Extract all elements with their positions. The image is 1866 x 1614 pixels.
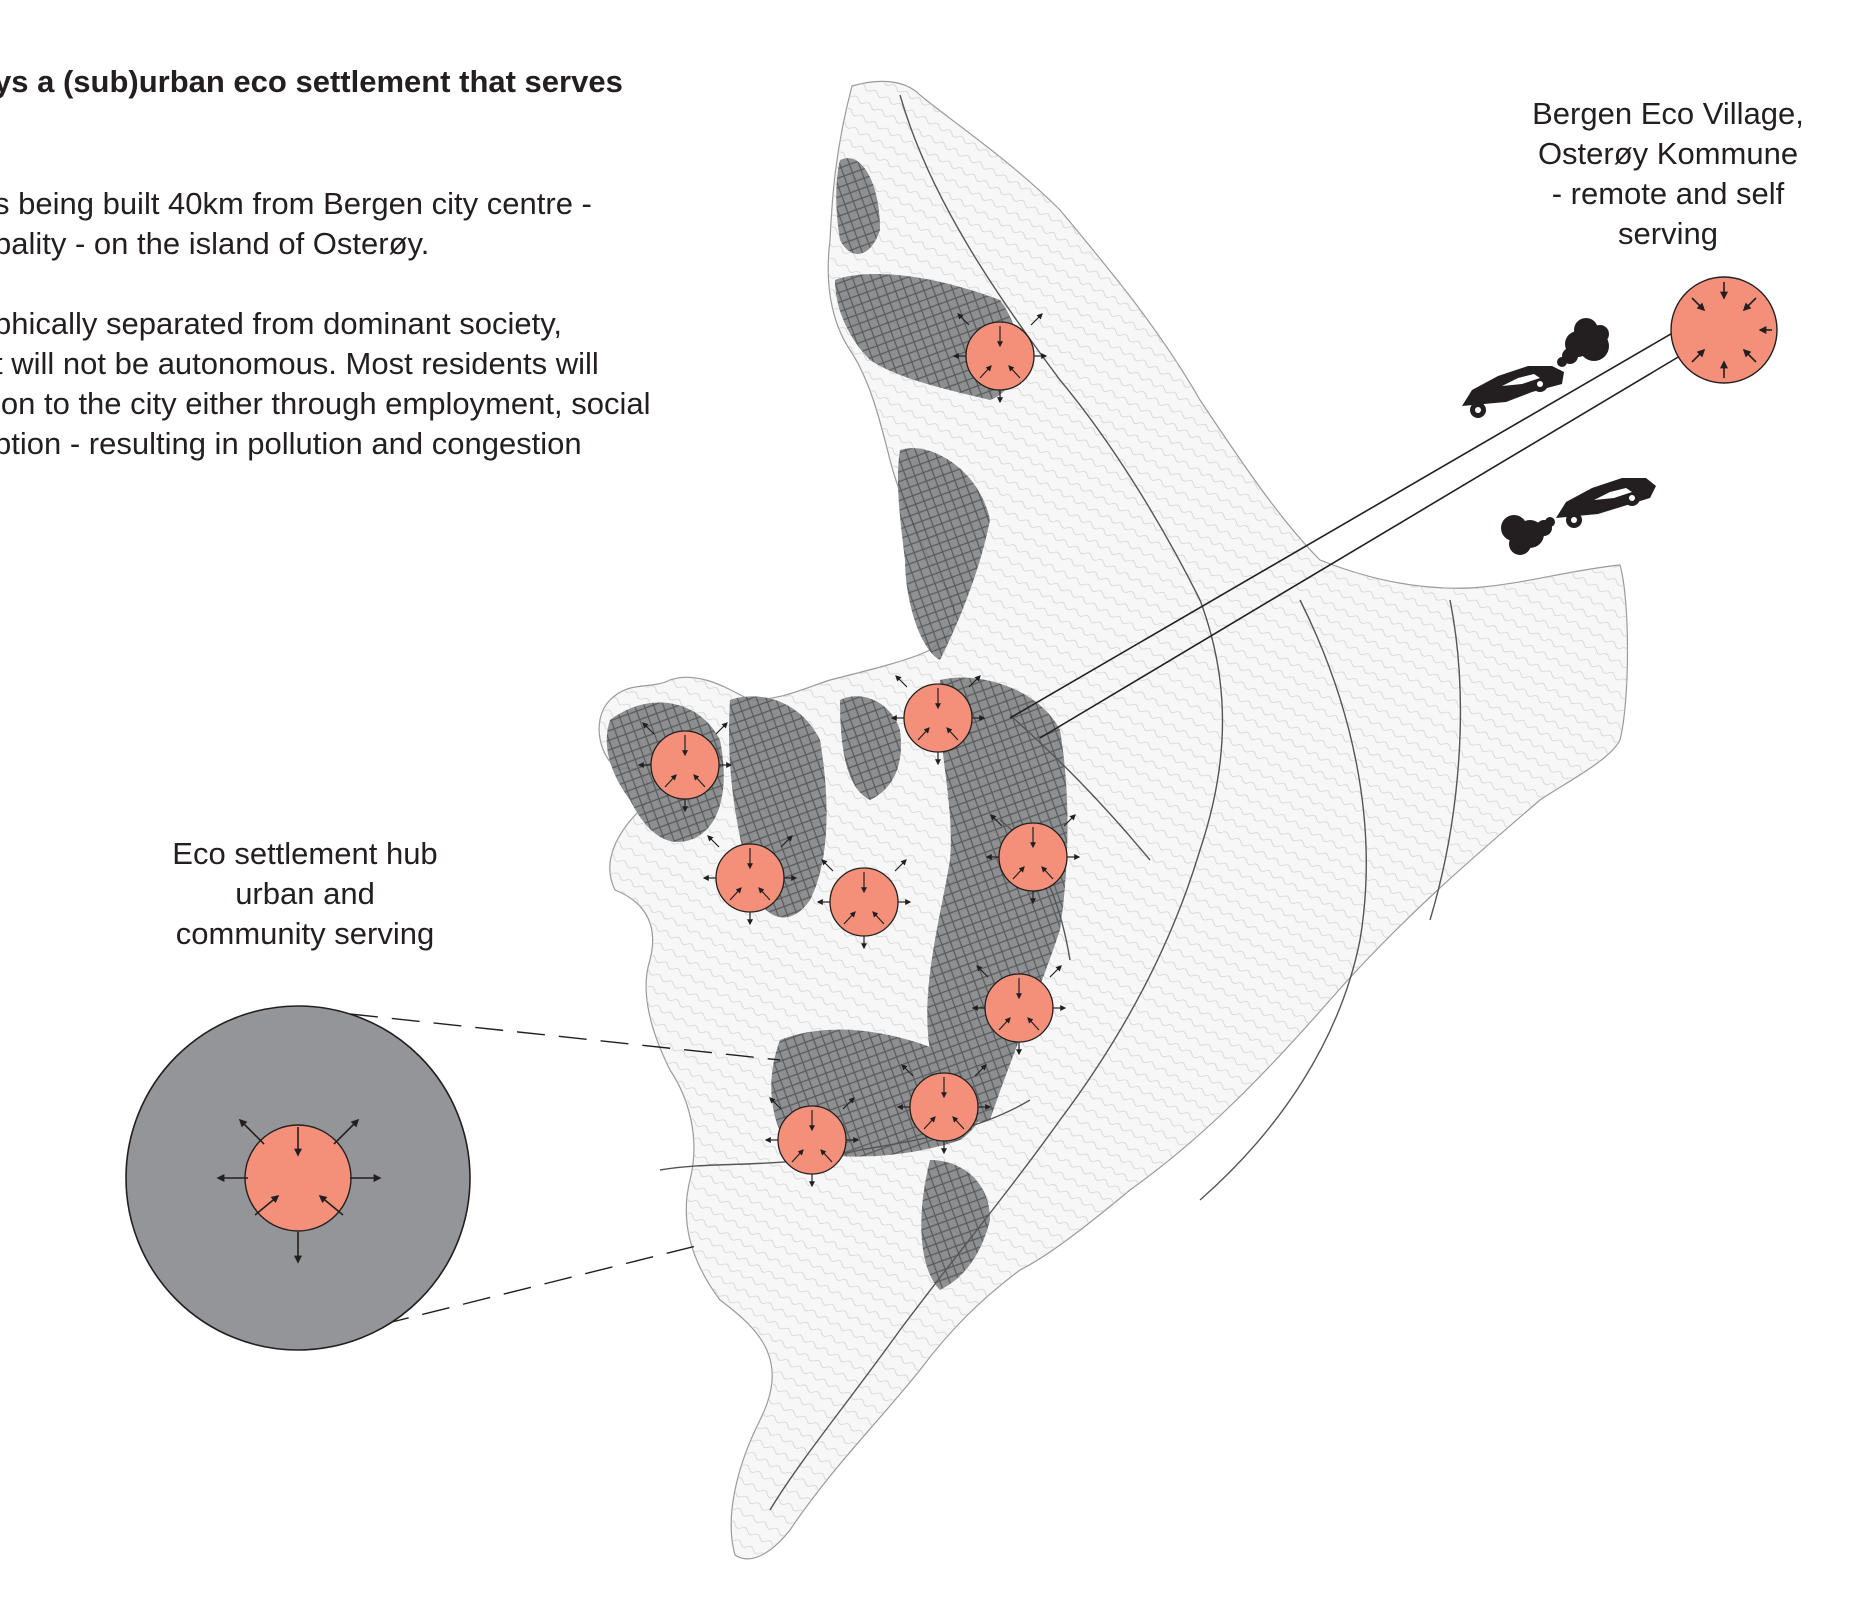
arrow-icon — [1063, 814, 1076, 827]
hub-label: Eco settlement hub urban and community s… — [130, 834, 480, 954]
hub-label-line: urban and — [235, 876, 375, 911]
arrow-icon — [791, 1149, 804, 1163]
hub-marker — [637, 722, 733, 813]
remote-village-circle — [1670, 276, 1778, 384]
arrow-icon — [976, 965, 989, 978]
arrow-icon — [820, 1149, 833, 1163]
arrow-icon — [917, 727, 930, 741]
village-label-line: Osterøy Kommune — [1537, 136, 1799, 171]
arrow-icon — [843, 911, 856, 925]
paragraph-2: phically separated from dominant society… — [0, 304, 651, 464]
arrow-icon — [729, 887, 742, 901]
hub-marker — [764, 1097, 860, 1188]
hub-label-line: community serving — [175, 916, 435, 951]
urban-area — [606, 158, 1068, 1290]
arrow-icon — [693, 774, 706, 788]
arrow-icon — [1041, 866, 1054, 880]
village-label: Bergen Eco Village, Osterøy Kommune - re… — [1498, 94, 1838, 254]
arrow-icon — [990, 814, 1003, 827]
arrow-icon — [968, 675, 981, 688]
arrow-icon — [1027, 1017, 1040, 1031]
arrow-icon — [1008, 365, 1021, 379]
paragraph-2-line: phically separated from dominant society… — [0, 306, 563, 341]
paragraph-1-line: pality - on the island of Osterøy. — [0, 226, 430, 261]
arrow-icon — [780, 835, 793, 848]
hub-marker — [816, 859, 912, 950]
paragraph-2-line: ion to the city either through employmen… — [0, 386, 651, 421]
hub-marker — [952, 313, 1048, 404]
village-label-line: - remote and self — [1551, 176, 1785, 211]
hub-marker — [985, 814, 1081, 905]
arrow-icon — [946, 727, 959, 741]
arrow-icon — [923, 1116, 936, 1130]
hub-marker — [896, 1064, 992, 1155]
paragraph-2-line: ption - resulting in pollution and conge… — [0, 426, 582, 461]
arrow-icon — [872, 911, 885, 925]
arrow-icon — [707, 835, 720, 848]
arrow-icon — [952, 1116, 965, 1130]
arrow-icon — [895, 675, 908, 688]
village-label-line: Bergen Eco Village, — [1532, 96, 1804, 131]
arrow-icon — [758, 887, 771, 901]
arrow-icon — [957, 313, 970, 326]
arrow-icon — [715, 722, 728, 735]
exhaust-cloud-icon — [1501, 515, 1555, 555]
paragraph-1: s being built 40km from Bergen city cent… — [0, 184, 592, 264]
arrow-icon — [642, 722, 655, 735]
arrow-icon — [974, 1064, 987, 1077]
paragraph-1-line: s being built 40km from Bergen city cent… — [0, 186, 592, 221]
arrow-icon — [1030, 313, 1043, 326]
car-icon — [1462, 366, 1564, 418]
paragraph-2-line: t will not be autonomous. Most residents… — [0, 346, 599, 381]
arrow-icon — [894, 859, 907, 872]
hub-label-line: Eco settlement hub — [172, 836, 438, 871]
exhaust-cloud-icon — [1557, 318, 1609, 367]
arrow-icon — [769, 1097, 782, 1110]
commute-lines — [1009, 323, 1701, 739]
arrow-icon — [842, 1097, 855, 1110]
village-label-line: serving — [1618, 216, 1718, 251]
arrow-icon — [1049, 965, 1062, 978]
hub-detail-circle — [125, 1005, 471, 1351]
heading: ys a (sub)urban eco settlement that serv… — [0, 64, 623, 99]
arrow-icon — [979, 365, 992, 379]
car-icon — [1556, 478, 1656, 528]
arrow-icon — [664, 774, 677, 788]
hub-marker — [971, 965, 1067, 1056]
hub-markers — [637, 313, 1081, 1188]
arrow-icon — [1012, 866, 1025, 880]
arrow-icon — [821, 859, 834, 872]
arrow-icon — [998, 1017, 1011, 1031]
hub-marker — [890, 675, 986, 766]
hub-marker — [702, 835, 798, 926]
arrow-icon — [901, 1064, 914, 1077]
